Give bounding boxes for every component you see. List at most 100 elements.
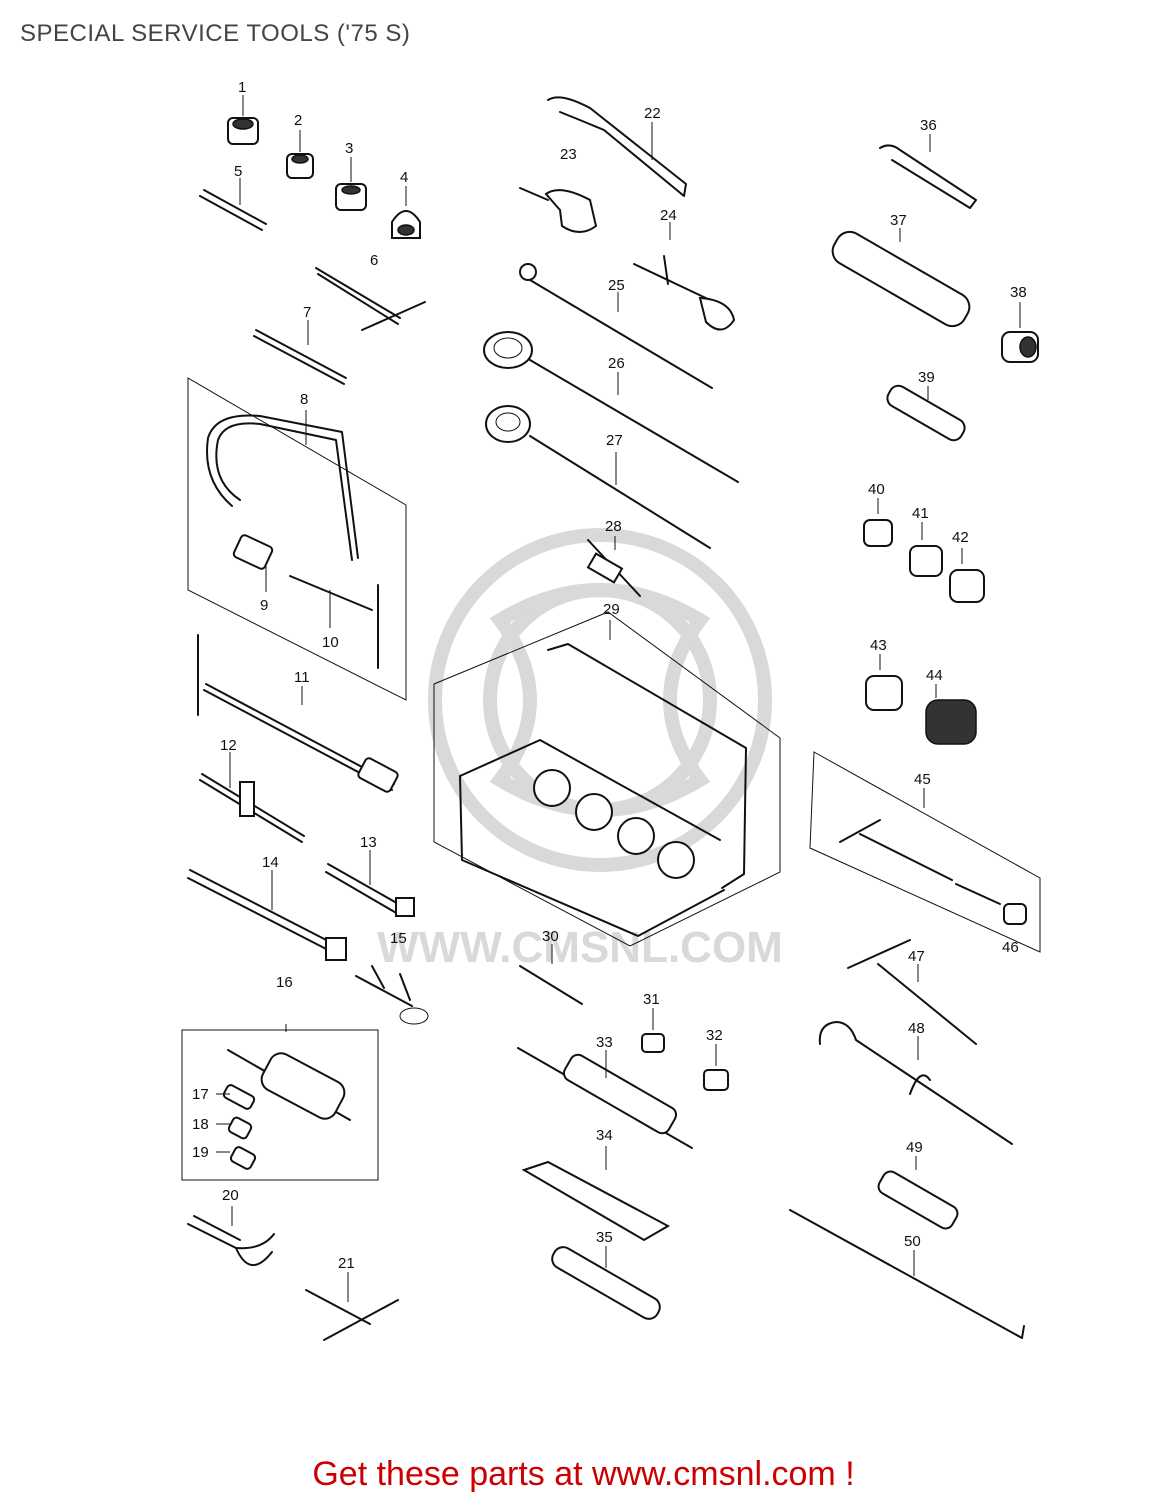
callout-26: 26: [608, 355, 625, 372]
callout-34: 34: [596, 1127, 613, 1144]
callout-44: 44: [926, 667, 943, 684]
callout-49: 49: [906, 1139, 923, 1156]
callout-14: 14: [262, 854, 279, 871]
part-43-collar[interactable]: [865, 654, 903, 711]
part-34-plate-holder[interactable]: [521, 1146, 671, 1242]
callout-31: 31: [643, 991, 660, 1008]
part-39-driver[interactable]: [884, 382, 968, 443]
part-8-10-group-panel: [187, 377, 407, 701]
callout-29: 29: [603, 601, 620, 618]
callout-27: 27: [606, 432, 623, 449]
callout-37: 37: [890, 212, 907, 229]
part-24-spring-tool[interactable]: [633, 222, 736, 331]
part-36-pin-wrench[interactable]: [879, 134, 977, 209]
callout-33: 33: [596, 1034, 613, 1051]
part-31-nut[interactable]: [641, 1008, 665, 1053]
callout-13: 13: [360, 834, 377, 851]
part-6-t-handle[interactable]: [315, 267, 426, 331]
callout-47: 47: [908, 948, 925, 965]
part-26-gauge[interactable]: [483, 331, 739, 483]
callout-18: 18: [192, 1116, 209, 1133]
callout-30: 30: [542, 928, 559, 945]
callout-4: 4: [400, 169, 408, 186]
callout-42: 42: [952, 529, 969, 546]
callout-23: 23: [560, 146, 577, 163]
part-7-shaft[interactable]: [253, 320, 347, 385]
part-11-t-wrench[interactable]: [197, 634, 399, 793]
callout-2: 2: [294, 112, 302, 129]
callout-35: 35: [596, 1229, 613, 1246]
callout-48: 48: [908, 1020, 925, 1037]
callout-5: 5: [234, 163, 242, 180]
part-13-box-wrench[interactable]: [325, 850, 415, 917]
part-16-20-group-panel: [181, 1024, 379, 1181]
part-49-adapter[interactable]: [876, 1156, 961, 1231]
callout-50: 50: [904, 1233, 921, 1250]
callout-21: 21: [338, 1255, 355, 1272]
callout-41: 41: [912, 505, 929, 522]
callout-32: 32: [706, 1027, 723, 1044]
callout-3: 3: [345, 140, 353, 157]
part-4-socket[interactable]: [391, 186, 421, 239]
callout-11: 11: [294, 669, 310, 686]
watermark-logo: WWW.CMSNL.COM: [377, 528, 783, 972]
part-2-socket[interactable]: [286, 130, 314, 179]
part-21-t-driver[interactable]: [305, 1272, 399, 1341]
callout-1: 1: [238, 79, 246, 96]
callout-25: 25: [608, 277, 625, 294]
part-47-t-driver[interactable]: [847, 939, 977, 1045]
callout-6: 6: [370, 252, 378, 269]
watermark-text: WWW.CMSNL.COM: [377, 923, 783, 972]
callout-10: 10: [322, 634, 339, 651]
callout-20: 20: [222, 1187, 239, 1204]
callout-17: 17: [192, 1086, 209, 1103]
part-30-pin[interactable]: [519, 944, 583, 1005]
part-22-hook-wrench[interactable]: [547, 96, 687, 197]
callout-12: 12: [220, 737, 237, 754]
part-50-rod[interactable]: [789, 1209, 1025, 1339]
part-44-gear-collar[interactable]: [925, 684, 977, 745]
callout-40: 40: [868, 481, 885, 498]
callout-38: 38: [1010, 284, 1027, 301]
callout-16: 16: [276, 974, 293, 991]
part-5-driver[interactable]: [199, 178, 267, 231]
callout-28: 28: [605, 518, 622, 535]
callout-43: 43: [870, 637, 887, 654]
callout-46: 46: [1002, 939, 1019, 956]
part-3-socket[interactable]: [335, 157, 367, 211]
part-41-collar[interactable]: [909, 522, 943, 577]
exploded-parts-diagram: WWW.CMSNL.COM: [181, 79, 1041, 1341]
part-45-46-group-panel: [809, 751, 1041, 953]
part-32-nut[interactable]: [703, 1044, 729, 1091]
part-40-collar[interactable]: [863, 498, 893, 547]
callout-19: 19: [192, 1144, 209, 1161]
callout-15: 15: [390, 930, 407, 947]
page-title: SPECIAL SERVICE TOOLS ('75 S): [20, 20, 411, 47]
part-1-socket[interactable]: [227, 95, 259, 145]
callout-9: 9: [260, 597, 268, 614]
part-37-bearing-driver[interactable]: [828, 227, 975, 331]
callout-45: 45: [914, 771, 931, 788]
callout-labels: 1 2 3 4 5 6 7 8 9 10 11 12 13 14 15 16 1…: [192, 79, 1027, 1272]
callout-39: 39: [918, 369, 935, 386]
part-23-clamp[interactable]: [519, 187, 598, 233]
callout-22: 22: [644, 105, 661, 122]
part-25-rod[interactable]: [519, 263, 713, 389]
part-15-puller-handle[interactable]: [355, 965, 429, 1025]
part-35-driver[interactable]: [549, 1243, 664, 1322]
callout-8: 8: [300, 391, 308, 408]
part-42-collar[interactable]: [949, 548, 985, 603]
callout-7: 7: [303, 304, 311, 321]
part-12-t-bar[interactable]: [199, 752, 305, 843]
part-27-gauge[interactable]: [485, 405, 711, 549]
part-29-vacuum-gauge-set[interactable]: [433, 611, 781, 947]
callout-24: 24: [660, 207, 677, 224]
part-20-fork-tool[interactable]: [187, 1206, 275, 1266]
part-38-collar[interactable]: [1001, 302, 1039, 363]
part-33-shaft-tool[interactable]: [517, 1047, 693, 1149]
callout-36: 36: [920, 117, 937, 134]
part-28-adapter[interactable]: [586, 536, 641, 597]
part-14-extension-bar[interactable]: [187, 869, 347, 961]
footer-link-cta[interactable]: Get these parts at www.cmsnl.com !: [312, 1455, 855, 1493]
part-48-hook-tool[interactable]: [818, 1021, 1013, 1145]
